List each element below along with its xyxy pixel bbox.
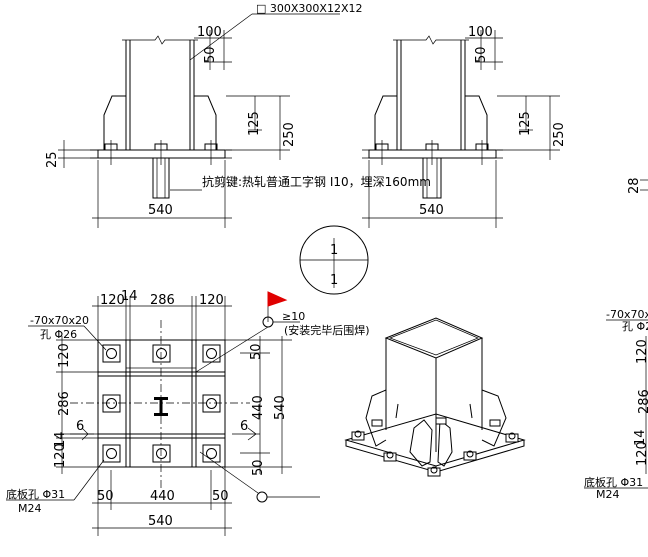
elevation-left-bolts xyxy=(104,140,218,165)
elevation-right: 100 50 125 250 540 xyxy=(362,25,567,228)
base-hole-note: 底板孔 Φ31 xyxy=(6,487,65,501)
dim-p-r440: 440 xyxy=(251,395,266,420)
field-weld-flag-icon xyxy=(267,291,288,307)
dim-e1-250: 250 xyxy=(282,122,297,147)
dim-rv-120: 120 xyxy=(635,339,648,364)
section-mark-top: 1 xyxy=(330,243,338,258)
dim-p-r50a: 50 xyxy=(249,343,264,360)
dim-p-b440: 440 xyxy=(150,489,175,504)
iso-bolts xyxy=(351,417,519,477)
elevation-left: □ 300X300X12X12 100 50 125 250 25 540 抗剪… xyxy=(45,2,431,228)
dim-p-b540: 540 xyxy=(148,514,173,529)
dim-p-b50a: 50 xyxy=(97,489,114,504)
plan-bolts xyxy=(102,344,221,463)
section-note: □ 300X300X12X12 xyxy=(256,2,362,15)
weld-note: (安装完毕后围焊) xyxy=(284,323,370,337)
dim-e1-540: 540 xyxy=(148,203,173,218)
plan-view: 120 14 286 120 -70x70x20 孔 Φ26 120 286 1… xyxy=(6,289,370,536)
dim-rv-120b: 120 xyxy=(635,441,648,466)
plate-hole: 孔 Φ26 xyxy=(40,328,77,341)
dim-e2-250: 250 xyxy=(552,122,567,147)
dim-p-v120a: 120 xyxy=(57,343,72,368)
dim-e2-125: 125 xyxy=(518,111,533,136)
plate-note: -70x70x20 xyxy=(30,314,89,327)
weld-right-size: 6 xyxy=(240,419,248,434)
weld-left-size: 6 xyxy=(76,419,84,434)
dim-e2-top-50: 50 xyxy=(474,46,489,63)
shear-key-note: 抗剪键:热轧普通工字钢 I10，埋深160mm xyxy=(202,174,431,189)
dim-p-v120b: 120 xyxy=(53,443,68,468)
dim-e2-top-100: 100 xyxy=(468,25,493,40)
elevation-right-bolts xyxy=(375,140,489,165)
dim-p-v14: 14 xyxy=(53,431,68,448)
section-mark-bottom: 1 xyxy=(330,273,338,288)
right-bolt-note: M24 xyxy=(596,488,620,501)
right-base-hole-note: 底板孔 Φ31 xyxy=(584,475,643,489)
dim-p-r50b: 50 xyxy=(251,459,266,476)
weld-circle-bottom-icon xyxy=(256,491,268,503)
dim-p-120a: 120 xyxy=(100,293,125,308)
right-partial-plan: -70x70x 孔 Φ2 120 286 14 120 底板孔 Φ31 M24 xyxy=(584,308,648,501)
isometric-view xyxy=(344,317,526,477)
dim-rv-286: 286 xyxy=(637,389,648,414)
dim-right-28: 28 xyxy=(627,177,642,194)
dim-e1-125: 125 xyxy=(247,111,262,136)
dim-e1-top-50: 50 xyxy=(203,46,218,63)
dim-p-r540: 540 xyxy=(273,395,288,420)
section-mark: 1 1 xyxy=(299,225,369,295)
dim-p-b50b: 50 xyxy=(212,489,229,504)
i-beam-icon xyxy=(154,397,168,416)
dim-p-14: 14 xyxy=(121,289,138,304)
dim-e2-540: 540 xyxy=(419,203,444,218)
dim-rv-14: 14 xyxy=(633,429,648,446)
right-plate-hole: 孔 Φ2 xyxy=(622,320,648,333)
right-plate-note: -70x70x xyxy=(606,308,648,321)
bolt-note: M24 xyxy=(18,502,42,515)
weld-size: ≥10 xyxy=(282,310,305,323)
dim-e1-25: 25 xyxy=(45,151,60,168)
dim-e1-top-100: 100 xyxy=(197,25,222,40)
dim-p-120b: 120 xyxy=(199,293,224,308)
dim-p-286: 286 xyxy=(150,293,175,308)
dim-p-v286: 286 xyxy=(57,391,72,416)
